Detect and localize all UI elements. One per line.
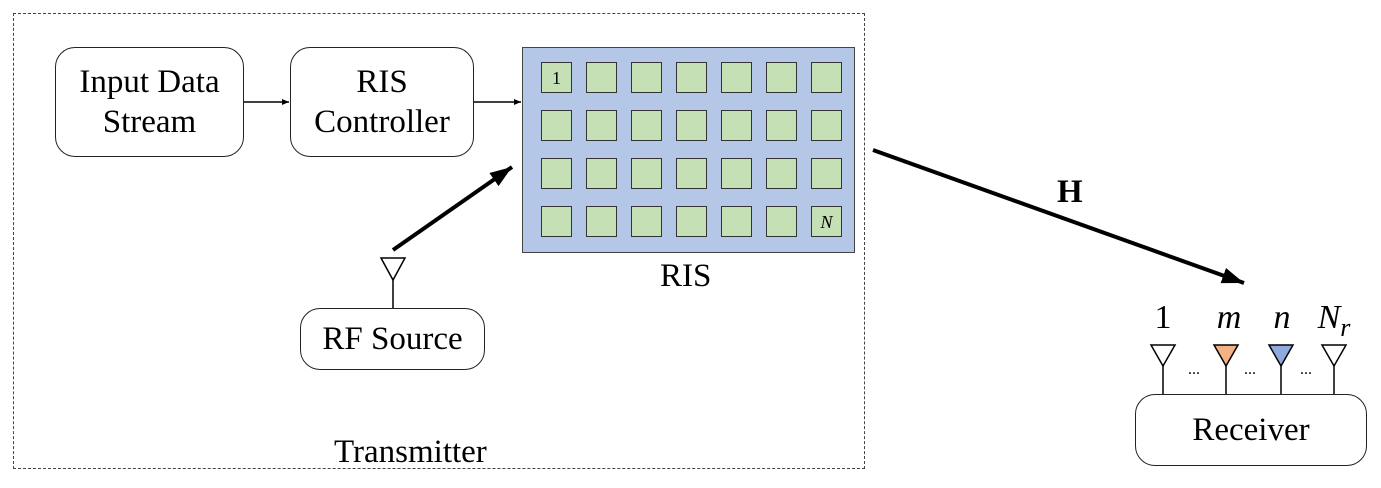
- rx-antenna-n-icon: [1267, 344, 1295, 368]
- rx-antenna-label-nr: Nr: [1304, 300, 1364, 346]
- rf-source-label: RF Source: [322, 321, 463, 357]
- ris-element: [541, 110, 572, 141]
- ris-element: [586, 158, 617, 189]
- ris-element: [631, 158, 662, 189]
- ris-element: [811, 110, 842, 141]
- ris-element: [676, 158, 707, 189]
- ris-element: [631, 62, 662, 93]
- ris-element: [676, 110, 707, 141]
- ris-element-first: 1: [541, 62, 572, 93]
- antenna-ellipsis-2: ...: [1244, 361, 1256, 378]
- ris-element: [721, 62, 752, 93]
- input-data-stream-block: Input Data Stream: [55, 47, 244, 157]
- transmitter-label: Transmitter: [334, 434, 487, 470]
- ris-element: [721, 110, 752, 141]
- rf-source-antenna-icon: [379, 257, 407, 282]
- rx-antenna-label-1: 1: [1154, 299, 1172, 336]
- ris-element: [766, 110, 797, 141]
- rx-antenna-label-m: m: [1216, 299, 1242, 336]
- ris-controller-block: RIS Controller: [290, 47, 474, 157]
- ris-element: [811, 158, 842, 189]
- rx-antenna-m-icon: [1212, 344, 1240, 368]
- rx-antenna-label-nr-subscript: r: [1340, 312, 1351, 342]
- ris-element: [721, 206, 752, 237]
- ris-controller-label-line2: Controller: [314, 104, 450, 140]
- receiver-block: Receiver: [1135, 394, 1367, 466]
- input-data-label-line1: Input Data: [79, 64, 220, 100]
- ris-element-last: N: [811, 206, 842, 237]
- rf-source-block: RF Source: [300, 308, 485, 370]
- ris-element: [631, 206, 662, 237]
- ris-element: [676, 206, 707, 237]
- transmitter-frame: [13, 13, 865, 469]
- rx-antenna-label-nr-base: N: [1317, 299, 1341, 336]
- ris-element: [586, 110, 617, 141]
- ris-element: [766, 158, 797, 189]
- ris-element: [721, 158, 752, 189]
- ris-element: [541, 158, 572, 189]
- ris-label: RIS: [660, 258, 712, 294]
- ris-element: [676, 62, 707, 93]
- ris-element: [766, 62, 797, 93]
- ris-element: [811, 62, 842, 93]
- ris-element: [631, 110, 662, 141]
- rf-to-ris-arrow: [391, 165, 514, 252]
- channel-matrix-label: H: [1057, 174, 1083, 210]
- ris-element: [766, 206, 797, 237]
- ris-element: [586, 62, 617, 93]
- rx-antenna-nr-icon: [1320, 344, 1348, 368]
- antenna-ellipsis-3: ...: [1300, 361, 1312, 378]
- ris-element: [541, 206, 572, 237]
- antenna-ellipsis-1: ...: [1188, 361, 1200, 378]
- rx-antenna-label-n: n: [1273, 299, 1291, 336]
- ris-element: [586, 206, 617, 237]
- ris-controller-label-line1: RIS: [356, 64, 408, 100]
- receiver-label: Receiver: [1192, 412, 1310, 448]
- input-data-label-line2: Stream: [102, 104, 197, 140]
- ris-to-receiver-arrow: [872, 148, 1245, 285]
- rx-antenna-1-icon: [1149, 344, 1177, 368]
